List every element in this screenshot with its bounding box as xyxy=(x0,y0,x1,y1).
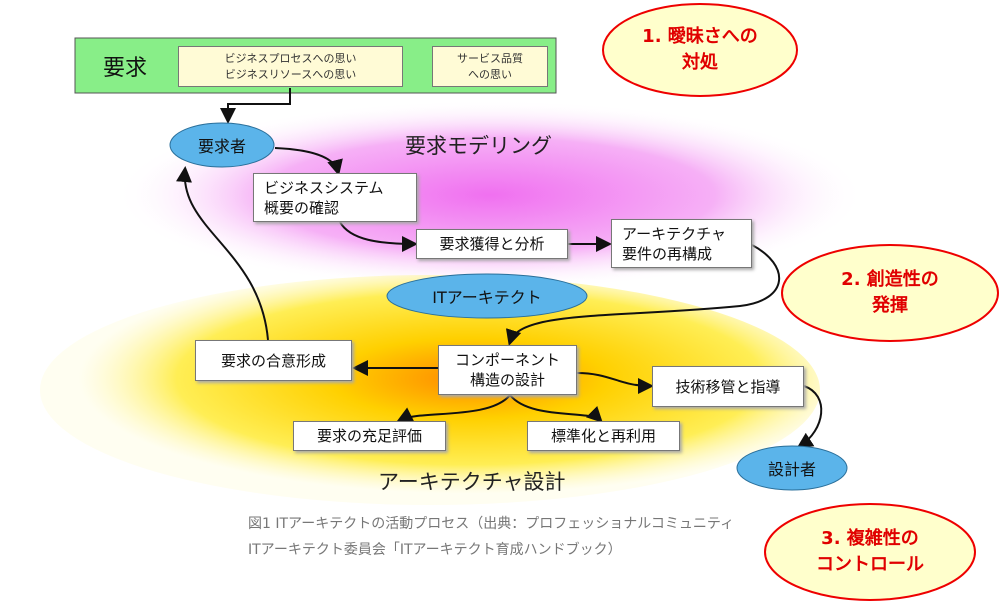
step-line: 要件の再構成 xyxy=(622,244,713,263)
step-reuse: 標準化と再利用 xyxy=(527,421,680,451)
step-component-design: コンポーネント構造の設計 xyxy=(438,345,577,395)
step-line: 概要の確認 xyxy=(264,198,340,217)
note-line: ビジネスリソースへの思い xyxy=(224,67,357,81)
callout-line: 3. 複雑性の xyxy=(821,528,919,549)
requirements-label: 要求 xyxy=(102,55,147,81)
callout-line: 対処 xyxy=(682,52,718,73)
step-consensus: 要求の合意形成 xyxy=(195,340,352,381)
callout-line: 2. 創造性の xyxy=(841,269,939,290)
note-service: サービス品質への思い xyxy=(432,46,548,87)
callout-1-shape xyxy=(602,3,798,97)
note-business: ビジネスプロセスへの思いビジネスリソースへの思い xyxy=(178,46,403,87)
callout-complexity: 3. 複雑性のコントロール xyxy=(765,504,975,600)
step-acquire: 要求獲得と分析 xyxy=(416,229,568,259)
step-line: コンポーネント xyxy=(454,351,560,369)
callout-creativity: 2. 創造性の発揮 xyxy=(782,245,998,341)
step-line: ビジネスシステム xyxy=(264,178,384,197)
actor-designer: 設計者 xyxy=(767,460,816,479)
actor-requester: 要求者 xyxy=(197,137,246,156)
step-reconfigure: アーキテクチャ要件の再構成 xyxy=(611,219,752,268)
note-line: ビジネスプロセスへの思い xyxy=(224,51,357,65)
caption-line-2: ITアーキテクト委員会「ITアーキテクト育成ハンドブック） xyxy=(248,542,622,558)
modeling-title: 要求モデリング xyxy=(405,134,552,158)
callout-line: コントロール xyxy=(816,554,924,575)
callout-ambiguity: 1. 曖昧さへの対処 xyxy=(603,4,797,96)
note-line: サービス品質 xyxy=(457,51,523,65)
step-evaluate: 要求の充足評価 xyxy=(293,421,446,451)
actor-architect: ITアーキテクト xyxy=(432,288,542,307)
step-line: 構造の設計 xyxy=(469,371,545,389)
callout-2-shape xyxy=(781,244,999,342)
callout-line: 1. 曖昧さへの xyxy=(642,26,758,47)
step-transfer: 技術移管と指導 xyxy=(652,366,804,407)
step-line: アーキテクチャ xyxy=(622,224,726,243)
callout-3-shape xyxy=(764,503,976,601)
caption-line-1: 図1 ITアーキテクトの活動プロセス（出典：プロフェッショナルコミュニティ xyxy=(248,516,735,532)
note-line: への思い xyxy=(468,67,512,81)
callout-line: 発揮 xyxy=(872,295,908,316)
design-title: アーキテクチャ設計 xyxy=(378,470,566,494)
step-business-overview: ビジネスシステム概要の確認 xyxy=(253,173,417,222)
